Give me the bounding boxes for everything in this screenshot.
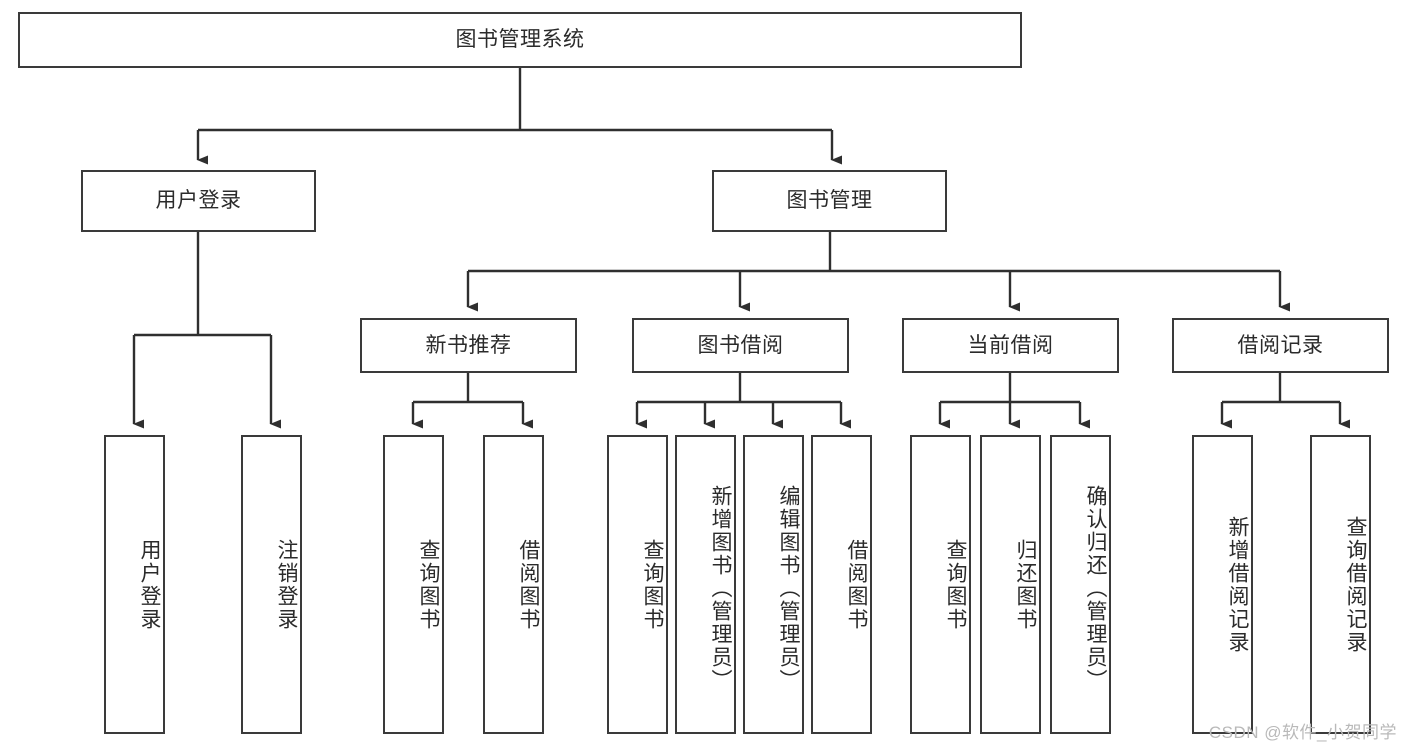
leaf-borrow-record-add-record[interactable]: 新增借阅记录 (1192, 435, 1253, 734)
node-label: 新增图书（管理员） (709, 485, 732, 692)
leaf-current-borrow-query-book[interactable]: 查询图书 (910, 435, 971, 734)
leaf-user-login-login[interactable]: 用户登录 (104, 435, 165, 734)
node-label: 新书推荐 (425, 333, 512, 357)
node-label: 查询借阅记录 (1344, 515, 1367, 654)
node-label: 编辑图书（管理员） (777, 485, 800, 692)
node-label: 借阅图书 (845, 538, 868, 631)
node-label: 图书管理系统 (455, 28, 585, 52)
node-new-book-recommend[interactable]: 新书推荐 (360, 318, 577, 373)
csdn-watermark: CSDN @软件_小贺同学 (1208, 723, 1397, 742)
leaf-book-borrow-add-book-admin[interactable]: 新增图书（管理员） (675, 435, 736, 734)
node-label: 当前借阅 (967, 333, 1054, 357)
node-label: 用户登录 (155, 189, 242, 213)
node-label: 新增借阅记录 (1226, 515, 1249, 654)
node-label: 图书管理 (786, 189, 873, 213)
node-root-book-management-system[interactable]: 图书管理系统 (18, 12, 1022, 68)
leaf-current-borrow-return-book[interactable]: 归还图书 (980, 435, 1041, 734)
node-borrow-record[interactable]: 借阅记录 (1172, 318, 1389, 373)
leaf-new-book-query-book[interactable]: 查询图书 (383, 435, 444, 734)
node-label: 用户登录 (138, 538, 161, 631)
leaf-borrow-record-query-record[interactable]: 查询借阅记录 (1310, 435, 1371, 734)
node-label: 借阅图书 (517, 538, 540, 631)
node-label: 查询图书 (417, 538, 440, 631)
node-label: 注销登录 (275, 538, 298, 631)
node-user-login[interactable]: 用户登录 (81, 170, 316, 232)
node-label: 归还图书 (1014, 538, 1037, 631)
node-label: 查询图书 (641, 538, 664, 631)
leaf-book-borrow-borrow-book[interactable]: 借阅图书 (811, 435, 872, 734)
leaf-book-borrow-query-book[interactable]: 查询图书 (607, 435, 668, 734)
node-label: 图书借阅 (697, 333, 784, 357)
node-current-borrow[interactable]: 当前借阅 (902, 318, 1119, 373)
leaf-new-book-borrow-book[interactable]: 借阅图书 (483, 435, 544, 734)
node-book-management[interactable]: 图书管理 (712, 170, 947, 232)
leaf-book-borrow-edit-book-admin[interactable]: 编辑图书（管理员） (743, 435, 804, 734)
node-book-borrow[interactable]: 图书借阅 (632, 318, 849, 373)
node-label: 查询图书 (944, 538, 967, 631)
node-label: 借阅记录 (1237, 333, 1324, 357)
leaf-user-login-logout[interactable]: 注销登录 (241, 435, 302, 734)
leaf-current-borrow-confirm-return-admin[interactable]: 确认归还（管理员） (1050, 435, 1111, 734)
node-label: 确认归还（管理员） (1084, 485, 1107, 692)
